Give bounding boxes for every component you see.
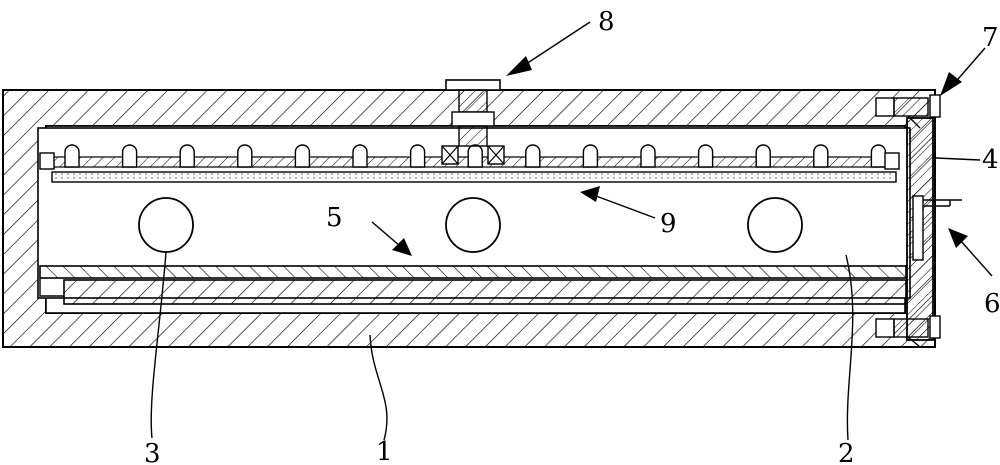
vent-holes: [138, 197, 803, 253]
top-hinge: [875, 94, 941, 129]
roller-bump: [121, 144, 138, 168]
label-7: 7: [982, 23, 999, 53]
filter-plate: [51, 171, 897, 183]
roller-bump: [755, 144, 771, 168]
roller-bump: [697, 144, 714, 168]
leader-lines: [150, 21, 993, 441]
label-3: 3: [144, 439, 161, 465]
label-2: 2: [838, 439, 855, 465]
roller-bump: [237, 144, 253, 168]
label-1: 1: [376, 437, 393, 465]
roller-bump: [294, 144, 311, 168]
roller-bump: [813, 144, 829, 168]
roller-bump: [352, 144, 368, 168]
roller-bump: [179, 144, 195, 168]
roller-bump: [582, 144, 599, 168]
roller-bump: [870, 144, 887, 168]
roller-bump: [640, 144, 656, 168]
label-4: 4: [982, 145, 999, 175]
door-latch: [912, 195, 962, 261]
label-6: 6: [984, 289, 1000, 319]
adjust-screw: [441, 79, 505, 165]
roller-rail: [39, 144, 900, 170]
label-5: 5: [326, 203, 343, 233]
roller-bump: [525, 144, 541, 168]
roller-bump: [64, 144, 80, 168]
label-9: 9: [660, 209, 677, 239]
bottom-hinge: [875, 315, 941, 348]
roller-bump: [409, 144, 426, 168]
bottom-tray: [39, 265, 907, 305]
label-8: 8: [598, 7, 615, 37]
roller-bump: [467, 144, 483, 168]
